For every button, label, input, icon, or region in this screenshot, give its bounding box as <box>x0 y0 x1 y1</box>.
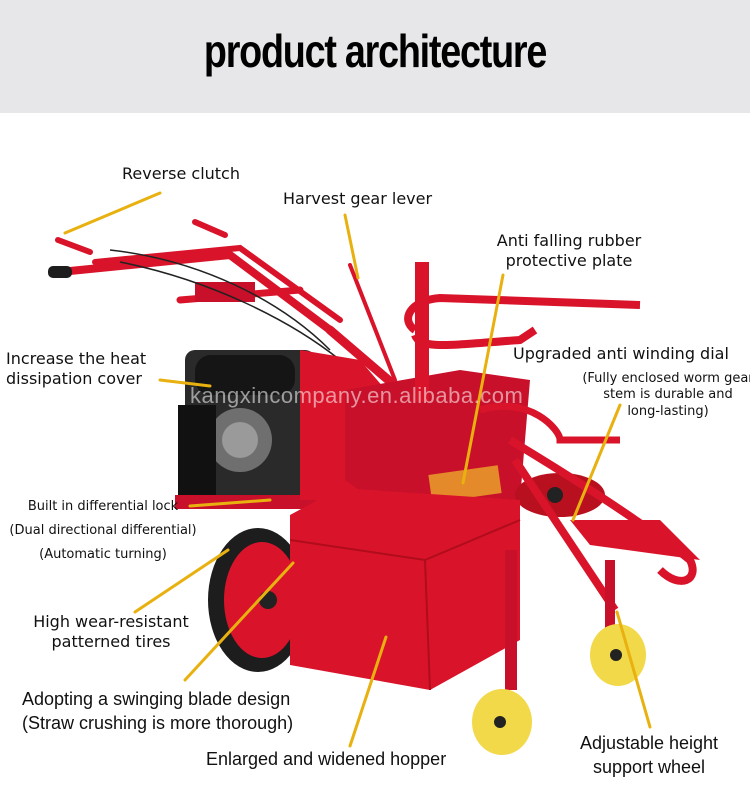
leader-lines <box>63 191 652 748</box>
hopper-icon <box>290 488 520 690</box>
header-banner: product architecture <box>0 0 750 113</box>
label-reverse-clutch: Reverse clutch <box>122 164 240 183</box>
label-harvest-gear-lever: Harvest gear lever <box>283 189 433 208</box>
label-anti-winding-dial: Upgraded anti winding dial <box>513 344 729 363</box>
watermark: kangxincompany.en.alibaba.com <box>190 383 524 408</box>
label-anti-falling-plate: Anti falling rubber protective plate <box>496 231 642 270</box>
label-heat-dissipation-cover: Increase the heat dissipation cover <box>6 349 147 388</box>
label-support-wheel: Adjustable height support wheel <box>579 733 719 777</box>
label-differential-lock: Built in differential lock (Dual directi… <box>9 499 197 562</box>
label-hopper: Enlarged and widened hopper <box>206 749 447 769</box>
corn-harvester-illustration <box>48 191 700 755</box>
page-title: product architecture <box>203 25 547 77</box>
label-anti-winding-dial-detail: (Fully enclosed worm gear stem is durabl… <box>582 371 750 419</box>
product-diagram: kangxincompany.en.alibaba.com Reverse cl… <box>0 113 750 790</box>
label-swinging-blade: Adopting a swinging blade design (Straw … <box>22 689 294 733</box>
label-patterned-tires: High wear-resistant patterned tires <box>33 612 189 651</box>
